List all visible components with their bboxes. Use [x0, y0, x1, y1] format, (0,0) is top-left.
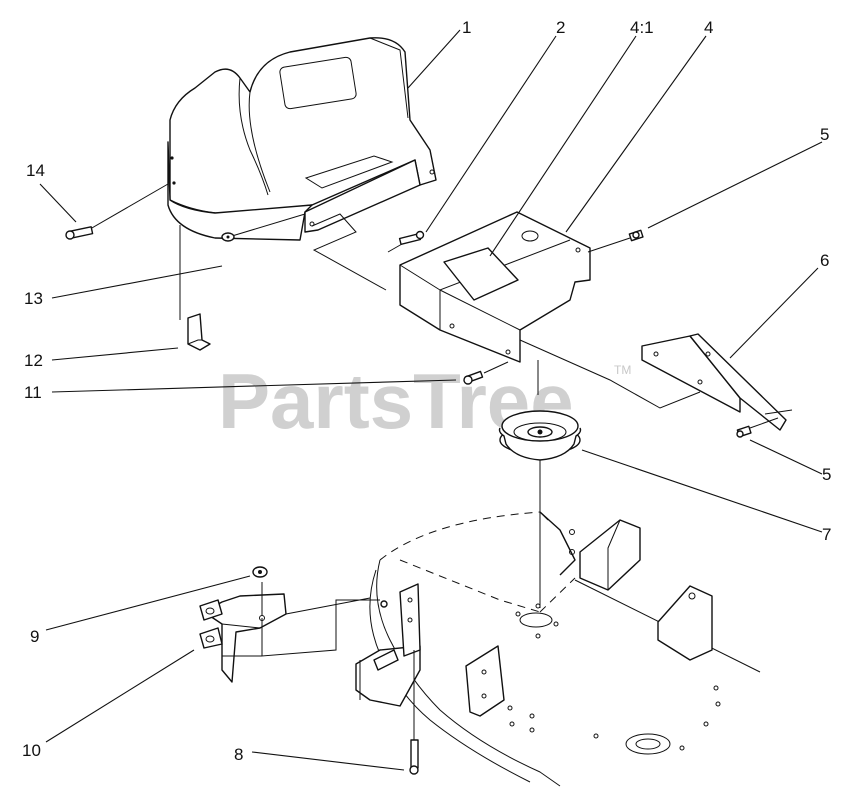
callout-9: 9: [30, 627, 39, 646]
callout-10: 10: [22, 741, 41, 760]
callout-4: 4: [704, 18, 713, 37]
part-11-screw: [463, 370, 484, 385]
part-6-bracket: [641, 333, 793, 431]
callout-11: 11: [24, 383, 42, 402]
deck-frame: [369, 511, 761, 787]
part-12-bracket: [187, 313, 211, 351]
part-8-bolt: [409, 739, 419, 775]
watermark-trademark: TM: [614, 363, 631, 377]
deck-bracket-right: [465, 645, 505, 717]
callout-8: 8: [234, 745, 243, 764]
callout-12: 12: [24, 351, 43, 370]
callout-1: 1: [462, 18, 471, 37]
callout-5-upper: 5: [820, 125, 829, 144]
part-5-screw-upper: [628, 229, 644, 242]
part-2-screw: [398, 230, 425, 246]
part-10-bracket: [199, 593, 287, 683]
callout-4-1: 4:1: [630, 18, 654, 37]
part-13-nut: [221, 232, 235, 242]
callout-7: 7: [822, 525, 831, 544]
callout-13: 13: [24, 289, 43, 308]
callout-5-lower: 5: [822, 465, 831, 484]
callout-2: 2: [556, 18, 565, 37]
part-5-screw-lower: [736, 425, 752, 438]
part-9-nut: [252, 566, 268, 578]
part-4-panel: [399, 211, 591, 363]
part-seat-pan: [167, 37, 437, 241]
callout-6: 6: [820, 251, 829, 270]
deck-bracket-left: [355, 583, 421, 707]
part-7-pulley: [498, 410, 582, 461]
part-14-bolt: [65, 226, 94, 240]
callout-14: 14: [26, 161, 45, 180]
